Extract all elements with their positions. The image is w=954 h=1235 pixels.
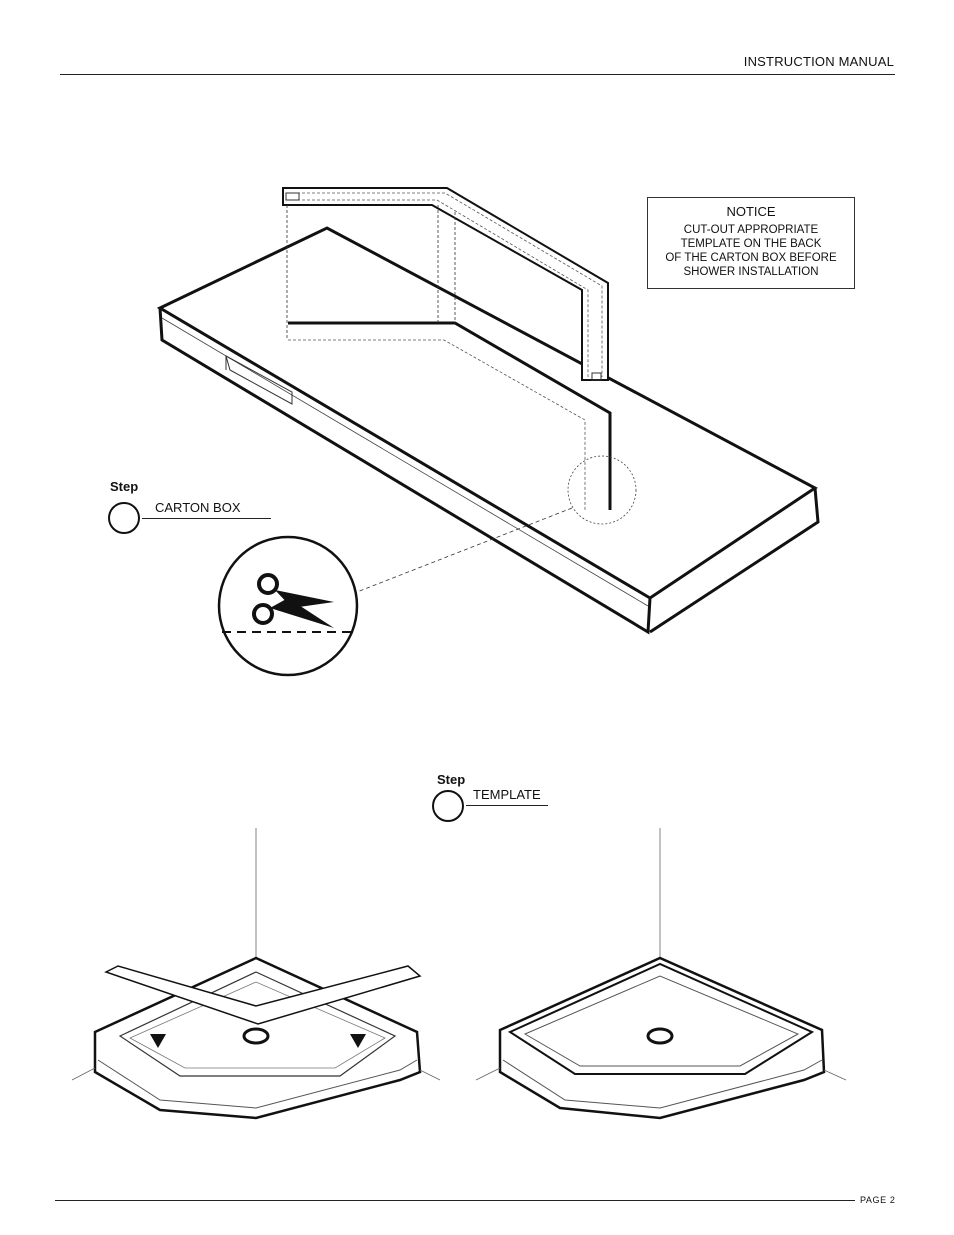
footer-rule [55, 1200, 855, 1201]
document-header-title: INSTRUCTION MANUAL [743, 54, 894, 69]
header-rule [60, 74, 895, 75]
step-1-text: CARTON BOX [155, 500, 241, 515]
scissors-icon [252, 573, 334, 628]
step-2-text: TEMPLATE [473, 787, 541, 802]
notice-box: NOTICE CUT-OUT APPROPRIATE TEMPLATE ON T… [647, 197, 855, 289]
step-2-underline [466, 805, 548, 806]
step-2-label: Step [437, 772, 466, 787]
notice-body: CUT-OUT APPROPRIATE TEMPLATE ON THE BACK… [665, 224, 837, 278]
page-number: PAGE 2 [860, 1195, 896, 1205]
step-1-label: Step [110, 479, 139, 494]
step-1-underline [142, 518, 271, 519]
step-circle-icon [432, 790, 464, 822]
step-circle-icon [108, 502, 140, 534]
notice-title: NOTICE [726, 204, 776, 219]
